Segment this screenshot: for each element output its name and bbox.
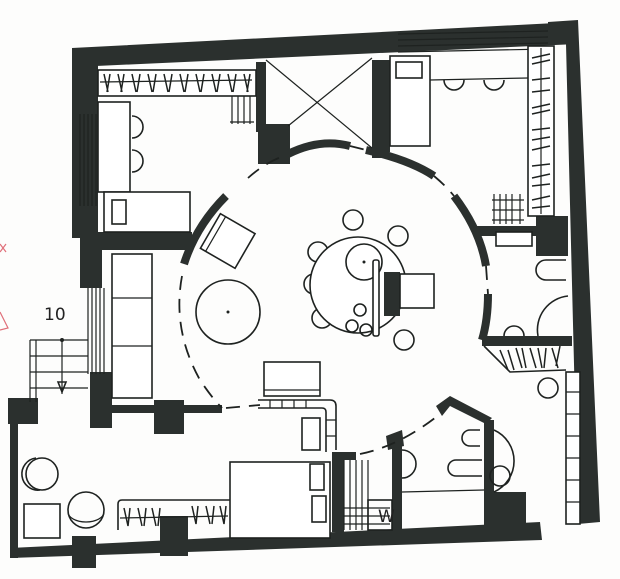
elevator-shaft: [265, 57, 373, 149]
bathroom-east: [495, 231, 569, 337]
walls: [8, 20, 600, 568]
entrance-stairs: 10: [29, 305, 88, 402]
corridor-east: [483, 345, 581, 525]
central-hall-arc: [178, 139, 492, 455]
bathroom-southeast: [401, 429, 515, 493]
bedroom-south: [21, 361, 337, 539]
bedroom-northeast: [389, 30, 555, 224]
bedroom-northwest: [79, 69, 257, 233]
laundry: W: [343, 460, 395, 531]
stair-label: 10: [44, 305, 66, 325]
dining-area: [303, 209, 435, 351]
laundry-mark: W: [378, 507, 395, 527]
living-west: [87, 212, 261, 399]
margin-marks: [0, 243, 9, 331]
